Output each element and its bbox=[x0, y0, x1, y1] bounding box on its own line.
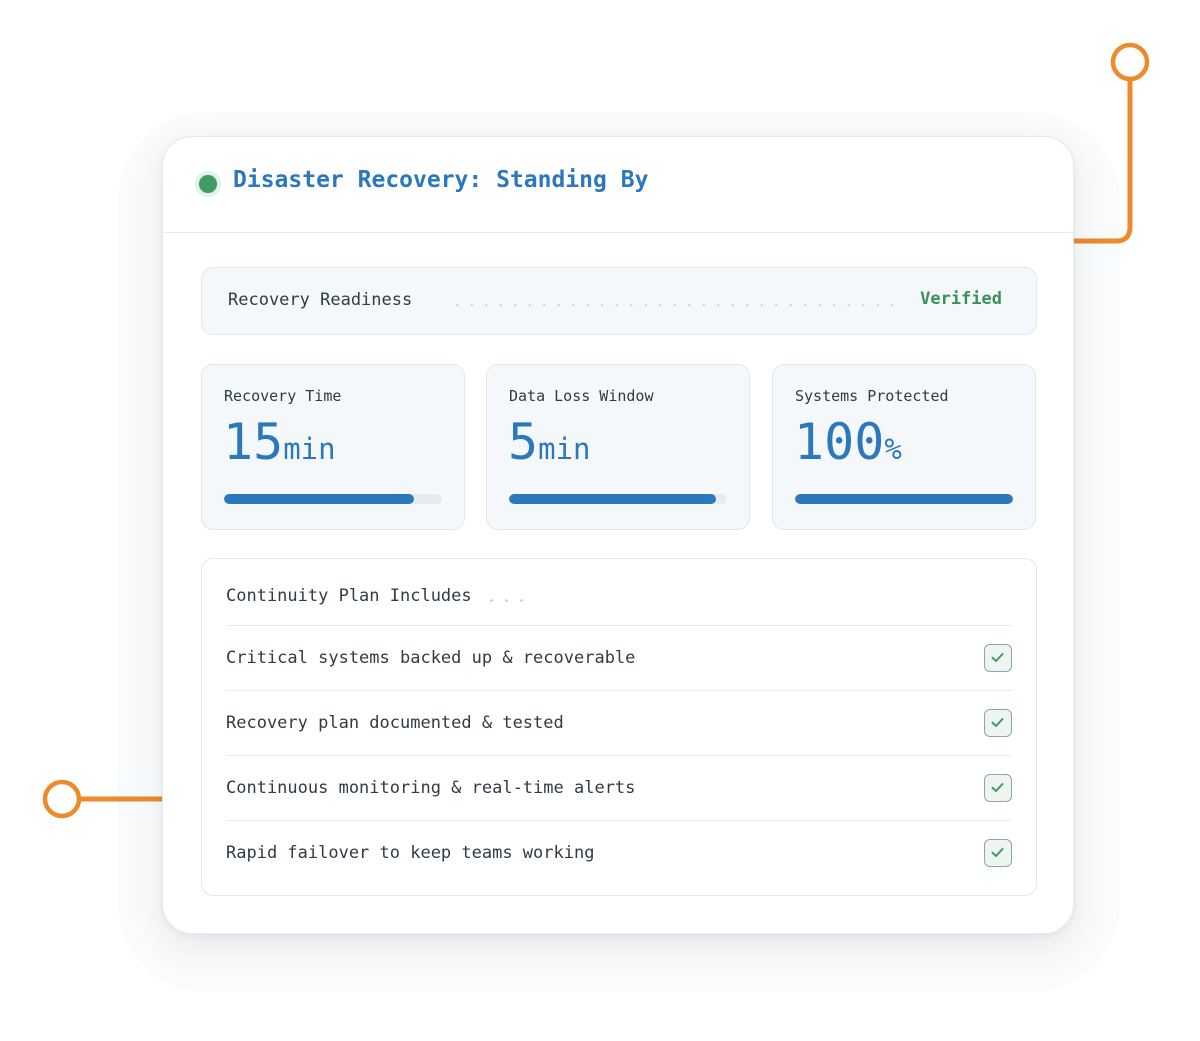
list-item-label: Continuous monitoring & real-time alerts bbox=[226, 778, 636, 798]
metric-unit: % bbox=[884, 432, 902, 466]
checkbox[interactable] bbox=[984, 709, 1012, 737]
metric-label: Recovery Time bbox=[224, 387, 342, 405]
readiness-status: Verified bbox=[920, 289, 1002, 309]
metric-label: Data Loss Window bbox=[509, 387, 654, 405]
metric-label: Systems Protected bbox=[795, 387, 949, 405]
check-icon bbox=[991, 653, 1004, 662]
metric-unit: min bbox=[283, 432, 336, 466]
metric-number: 15 bbox=[223, 413, 284, 471]
list-item: Continuous monitoring & real-time alerts bbox=[226, 755, 1012, 820]
list-item-label: Rapid failover to keep teams working bbox=[226, 843, 595, 863]
dotted-leader bbox=[450, 304, 906, 306]
metric-number: 100 bbox=[794, 413, 885, 471]
metric-card-recovery-time: Recovery Time 15min bbox=[201, 364, 465, 530]
metric-number: 5 bbox=[508, 413, 539, 471]
metric-value: 5min bbox=[508, 417, 591, 467]
progress-bar bbox=[509, 494, 727, 504]
checkbox[interactable] bbox=[984, 644, 1012, 672]
top-right-connector bbox=[1074, 80, 1133, 244]
readiness-label: Recovery Readiness bbox=[228, 290, 413, 310]
metric-value: 15min bbox=[223, 417, 336, 467]
list-item: Recovery plan documented & tested bbox=[226, 690, 1012, 755]
check-icon bbox=[991, 718, 1004, 727]
metric-card-systems-protected: Systems Protected 100% bbox=[772, 364, 1036, 530]
progress-fill bbox=[224, 494, 414, 504]
status-indicator bbox=[199, 175, 217, 193]
list-item-label: Critical systems backed up & recoverable bbox=[226, 648, 636, 668]
metric-unit: min bbox=[538, 432, 591, 466]
list-item-label: Recovery plan documented & tested bbox=[226, 713, 564, 733]
top-right-node bbox=[1110, 42, 1150, 82]
list-item: Rapid failover to keep teams working bbox=[226, 820, 1012, 885]
progress-bar bbox=[224, 494, 442, 504]
readiness-row: Recovery Readiness Verified bbox=[201, 267, 1037, 335]
card-header: Disaster Recovery: Standing By bbox=[163, 137, 1073, 233]
check-icon bbox=[991, 783, 1004, 792]
progress-bar bbox=[795, 494, 1013, 504]
page-title: Disaster Recovery: Standing By bbox=[233, 167, 649, 193]
progress-fill bbox=[795, 494, 1013, 504]
metric-card-data-loss-window: Data Loss Window 5min bbox=[486, 364, 750, 530]
progress-fill bbox=[509, 494, 717, 504]
checkbox[interactable] bbox=[984, 839, 1012, 867]
list-item: Critical systems backed up & recoverable bbox=[226, 625, 1012, 690]
plan-title: Continuity Plan Includes bbox=[226, 586, 472, 606]
dotted-leader bbox=[484, 599, 524, 602]
metric-value: 100% bbox=[794, 417, 902, 467]
checkbox[interactable] bbox=[984, 774, 1012, 802]
left-node bbox=[42, 779, 82, 819]
check-icon bbox=[991, 848, 1004, 857]
recovery-card: Disaster Recovery: Standing By Recovery … bbox=[162, 136, 1074, 934]
continuity-plan: Continuity Plan Includes Critical system… bbox=[201, 558, 1037, 896]
